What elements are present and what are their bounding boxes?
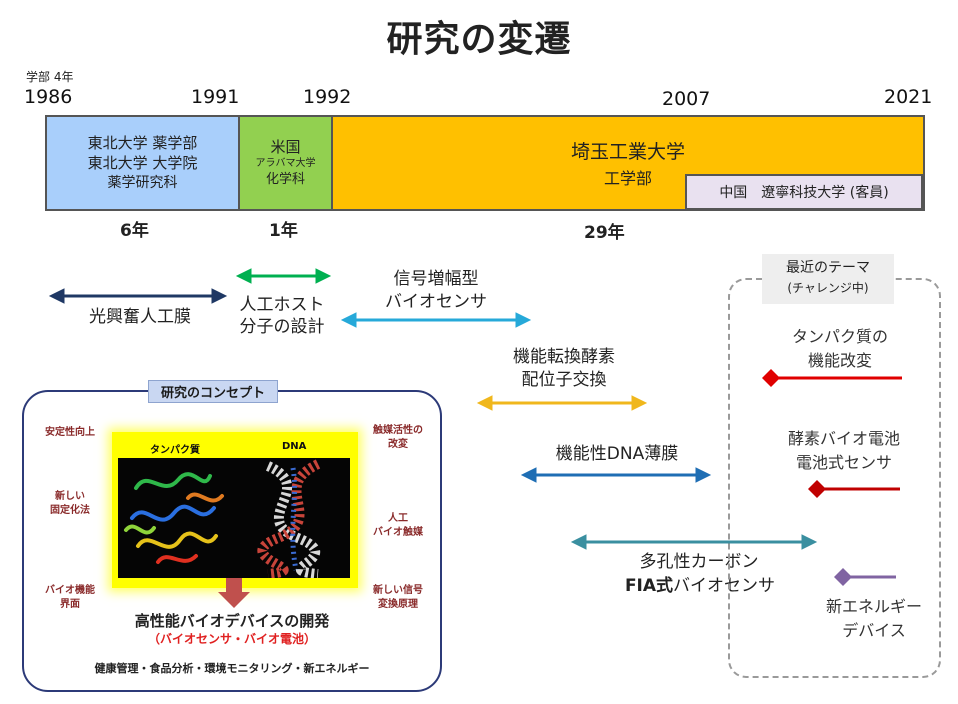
period-tohoku-line2: 東北大学 大学院 bbox=[87, 154, 198, 172]
concept-right-2: 人工 バイオ触媒 bbox=[373, 513, 423, 538]
year-1992: 1992 bbox=[303, 86, 352, 108]
theme-enzyme-l1: 機能転換酵素 bbox=[513, 347, 615, 367]
period-alabama-line2: アラバマ大学 bbox=[255, 158, 316, 169]
theme-carbon-prefix: FIA式 bbox=[624, 576, 674, 596]
period-saitama-line2: 工学部 bbox=[603, 169, 652, 188]
protein-ribbon-icon bbox=[124, 472, 224, 564]
arrow-signal-sensor bbox=[340, 312, 532, 328]
arrow-artificial-host bbox=[235, 268, 332, 284]
theme-carbon-suffix: バイオセンサ bbox=[673, 576, 776, 596]
arrow-carbon bbox=[570, 534, 818, 550]
theme-artificial-host-l1: 人工ホスト bbox=[239, 295, 325, 315]
year-2021: 2021 bbox=[884, 86, 933, 108]
arrow-enzyme bbox=[476, 395, 648, 411]
recent-item-3-l1: 新エネルギー bbox=[825, 597, 922, 616]
recent-title-sub: (チャレンジ中) bbox=[787, 281, 869, 295]
arrow-photo-membrane bbox=[48, 288, 228, 304]
theme-signal-sensor-l2: バイオセンサ bbox=[385, 292, 487, 312]
guest-liaoning: 中国 遼寧科技大学 (客員) bbox=[685, 174, 923, 210]
dna-helix-icon bbox=[257, 459, 321, 579]
period-saitama-line1: 埼玉工業大学 bbox=[570, 141, 685, 163]
arrow-dna-film bbox=[520, 467, 712, 483]
recent-marker-3 bbox=[834, 568, 896, 586]
period-tohoku: 東北大学 薬学部 東北大学 大学院 薬学研究科 bbox=[45, 115, 240, 211]
molecule-illustration bbox=[124, 459, 321, 579]
theme-photo-membrane: 光興奮人工膜 bbox=[89, 307, 191, 327]
period-tohoku-line1: 東北大学 薬学部 bbox=[87, 134, 198, 152]
recent-marker-2 bbox=[808, 480, 900, 498]
concept-right-3: 新しい信号 変換原理 bbox=[373, 585, 423, 610]
concept-left-3: バイオ機能 界面 bbox=[45, 585, 95, 610]
year-note: 学部 4年 bbox=[26, 70, 74, 84]
year-1986: 1986 bbox=[24, 86, 73, 108]
concept-goal-sub: （バイオセンサ・バイオ電池） bbox=[147, 632, 316, 646]
year-2007: 2007 bbox=[662, 88, 711, 110]
concept-title: 研究のコンセプト bbox=[148, 380, 279, 403]
recent-themes-title: 最近のテーマ (チャレンジ中) bbox=[762, 254, 894, 304]
theme-enzyme-l2: 配位子交換 bbox=[521, 370, 607, 390]
concept-left-1: 安定性向上 bbox=[45, 427, 95, 438]
protein-label: タンパク質 bbox=[150, 445, 200, 456]
recent-item-2-l2: 電池式センサ bbox=[795, 453, 892, 472]
concept-right-1: 触媒活性の 改変 bbox=[373, 425, 423, 450]
recent-marker-1 bbox=[762, 369, 902, 387]
recent-item-3-l2: デバイス bbox=[842, 621, 906, 640]
recent-item-1-l2: 機能改変 bbox=[807, 351, 872, 370]
period-alabama-line3: 化学科 bbox=[265, 172, 305, 187]
recent-item-1-l1: タンパク質の bbox=[791, 327, 888, 346]
concept-goal: 高性能バイオデバイスの開発 bbox=[134, 612, 330, 630]
recent-item-2-l1: 酵素バイオ電池 bbox=[787, 429, 900, 448]
page-title: 研究の変遷 bbox=[386, 19, 572, 60]
period-alabama: 米国 アラバマ大学 化学科 bbox=[238, 115, 333, 211]
period-tohoku-line3: 薬学研究科 bbox=[107, 175, 178, 191]
duration-alabama: 1年 bbox=[269, 221, 298, 241]
year-1991: 1991 bbox=[191, 86, 240, 108]
concept-left-2: 新しい 固定化法 bbox=[50, 491, 90, 516]
recent-title-main: 最近のテーマ bbox=[786, 260, 870, 276]
theme-dna-film: 機能性DNA薄膜 bbox=[555, 444, 679, 464]
theme-artificial-host-l2: 分子の設計 bbox=[239, 317, 325, 337]
dna-label: DNA bbox=[282, 441, 307, 452]
theme-carbon-l2: FIA式バイオセンサ bbox=[600, 575, 800, 597]
duration-tohoku: 6年 bbox=[120, 221, 149, 241]
duration-saitama: 29年 bbox=[584, 223, 625, 243]
period-alabama-line1: 米国 bbox=[270, 138, 301, 156]
molecule-panel bbox=[118, 458, 350, 579]
theme-signal-sensor-l1: 信号増幅型 bbox=[393, 269, 479, 289]
down-arrow-icon bbox=[218, 578, 250, 608]
concept-applications: 健康管理・食品分析・環境モニタリング・新エネルギー bbox=[94, 662, 370, 675]
